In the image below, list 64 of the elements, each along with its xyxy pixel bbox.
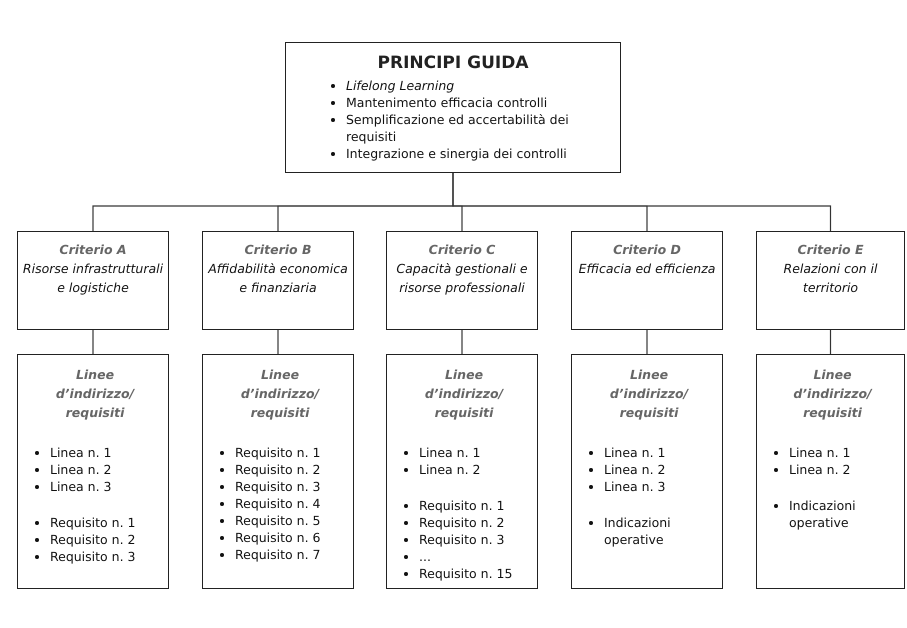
criterion-title: Capacità gestionali e risorse professionali (395, 260, 529, 297)
bullet-item: Linea n. 1 (767, 444, 898, 461)
bullet-item: Linea n. 2 (397, 461, 531, 478)
bullet-item: Integrazione e sinergia dei controlli (324, 145, 610, 162)
heading: Criterio E (796, 241, 864, 259)
requirements-box (17, 354, 169, 589)
heading: Linee d’indirizzo/ requisiti (54, 366, 136, 422)
bullet-item: Linea n. 1 (582, 444, 716, 461)
bullet-item: Linea n. 3 (582, 478, 716, 495)
bullet-item: Requisito n. 3 (397, 531, 531, 548)
bullet-item: Lifelong Learning (324, 77, 610, 94)
criterion-box (571, 231, 723, 330)
heading: Linee d’indirizzo/ requisiti (424, 366, 505, 422)
bullet-item: Linea n. 1 (28, 444, 162, 461)
heading: Criterio D (612, 241, 682, 259)
heading: Criterio C (428, 241, 496, 259)
requirements-box (386, 354, 538, 589)
bullet-item: Requisito n. 1 (28, 514, 162, 531)
heading: Linee d’indirizzo/ requisiti (608, 366, 690, 422)
bullet-item: Requisito n. 2 (397, 514, 531, 531)
heading: Criterio A (58, 241, 128, 259)
connector-line (461, 330, 463, 354)
requirements-box (571, 354, 723, 589)
connector-line (646, 330, 648, 354)
heading: Linee d’indirizzo/ requisiti (240, 366, 321, 422)
connector-line (830, 330, 832, 354)
connector-line (92, 330, 94, 354)
bullet-item: Linea n. 3 (28, 478, 162, 495)
requirements-box (756, 354, 905, 589)
bullet-item: Requisito n. 15 (397, 565, 531, 582)
bullet-item: Linea n. 2 (582, 461, 716, 478)
bullet-item: Requisito n. 5 (213, 512, 347, 529)
bullet-item: Linea n. 2 (28, 461, 162, 478)
heading: PRINCIPI GUIDA (376, 53, 530, 73)
bullet-item: Linea n. 1 (397, 444, 531, 461)
criterion-box (17, 231, 169, 330)
connector-line (277, 330, 279, 354)
bullet-item: Indicazioni operative (767, 497, 898, 531)
bullet-item: Requisito n. 4 (213, 495, 347, 512)
bullet-item: Requisito n. 7 (213, 546, 347, 563)
bullet-item: ... (397, 548, 531, 565)
criterion-title: Affidabilità economica e finanziaria (206, 260, 349, 297)
bullet-item: Requisito n. 3 (213, 478, 347, 495)
bullet-item: Requisito n. 3 (28, 548, 162, 565)
criterion-box (202, 231, 354, 330)
bullet-item: Semplificazione ed accertabilità dei requisiti (324, 111, 610, 145)
requirements-box (202, 354, 354, 589)
bullet-item: Requisito n. 1 (397, 497, 531, 514)
connector-line (452, 173, 832, 231)
bullet-item: Requisito n. 6 (213, 529, 347, 546)
bullet-item: Linea n. 2 (767, 461, 898, 478)
criterion-box (756, 231, 905, 330)
bullet-item: Requisito n. 2 (28, 531, 162, 548)
bullet-item: Requisito n. 1 (213, 444, 347, 461)
criterion-title: Efficacia ed efficienza (578, 260, 716, 278)
principles-box (285, 42, 621, 173)
bullet-item: Requisito n. 2 (213, 461, 347, 478)
heading: Linee d’indirizzo/ requisiti (792, 366, 874, 422)
criterion-title: Relazioni con il territorio (782, 260, 878, 297)
criterion-title: Risorse infrastrutturali e logistiche (22, 260, 164, 297)
bullet-item: Indicazioni operative (582, 514, 716, 548)
heading: Criterio B (244, 241, 312, 259)
criterion-box (386, 231, 538, 330)
bullet-item: Mantenimento efficacia controlli (324, 94, 610, 111)
